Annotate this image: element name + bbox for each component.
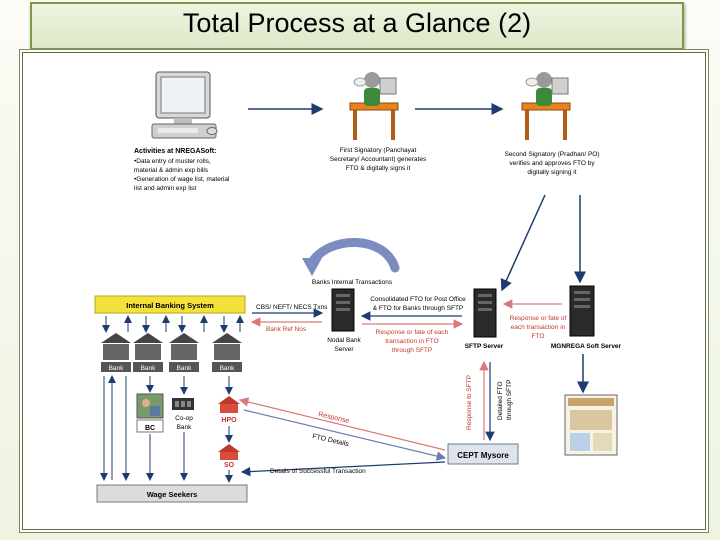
details-success-label: Details of Successful Transaction xyxy=(270,468,366,475)
website-screenshot xyxy=(564,394,618,456)
consolidated-line-1: Consolidated FTO for Post Office xyxy=(370,296,466,303)
second-signatory-line-3: digitally signing it xyxy=(527,169,576,176)
cept-mysore-label: CEPT Mysore xyxy=(457,451,509,460)
bc-label: BC xyxy=(145,425,155,432)
wage-seekers-label: Wage Seekers xyxy=(147,490,198,499)
response-to-sftp-label: Response to SFTP xyxy=(466,375,473,430)
coop-bank-icon xyxy=(172,398,194,410)
activities-heading: Activities at NREGASoft: xyxy=(134,148,216,155)
response-right-line-3: FTO xyxy=(532,333,545,340)
coop-line-1: Co-op xyxy=(175,415,193,422)
activities-line-1: •Data entry of muster rolls, xyxy=(134,158,211,165)
fto-details-label: FTO Details xyxy=(312,433,350,448)
bank-icon-2: Bank xyxy=(133,333,163,372)
bank-label-3: Bank xyxy=(177,365,193,372)
internal-banking-label: Internal Banking System xyxy=(126,301,214,310)
bank-icon-3: Bank xyxy=(169,333,199,372)
activities-line-4: list and admin exp list xyxy=(134,185,196,192)
first-signatory-icon xyxy=(349,72,399,140)
cept-mysore-box xyxy=(447,443,519,465)
coop-line-2: Bank xyxy=(177,424,193,431)
mgnrega-server-label: MGNREGA Soft Server xyxy=(551,343,622,350)
nodal-bank-server-icon xyxy=(331,288,355,332)
second-signatory-line-2: verifies and approves FTO by xyxy=(509,160,595,167)
first-signatory-line-2: Secretary/ Accountant) generates xyxy=(330,156,427,163)
response-right-line-1: Response or fate of xyxy=(510,315,567,322)
banks-internal-label: Banks Internal Transactions xyxy=(312,279,393,286)
bank-icon-4: Bank xyxy=(212,333,242,372)
banks-internal-arrow xyxy=(307,238,400,273)
hpo-icon xyxy=(218,396,240,413)
bank-ref-label: Bank Ref Nos xyxy=(266,326,307,333)
consolidated-line-2: & FTO for Banks through SFTP xyxy=(373,305,464,312)
page-title: Total Process at a Glance (2) xyxy=(182,8,532,38)
nodal-bank-line-1: Nodal Bank xyxy=(327,337,361,344)
first-signatory-line-3: FTO & digitally signs it xyxy=(346,165,411,172)
activities-line-3: •Generation of wage list, material xyxy=(134,176,230,183)
arrow-second-to-sftp xyxy=(500,194,546,292)
sftp-server-icon xyxy=(473,288,497,338)
response-left-line-3: through SFTP xyxy=(392,347,432,354)
bank-label-1: Bank xyxy=(109,365,125,372)
second-signatory-line-1: Second Signatory (Pradhan/ PO) xyxy=(504,151,599,158)
arrow-response-hpo xyxy=(238,397,446,451)
response-left-line-2: transaction in FTO xyxy=(385,338,438,345)
wage-seekers-bar xyxy=(96,484,248,503)
nodal-bank-line-2: Server xyxy=(334,346,354,353)
sftp-server-label: SFTP Server xyxy=(465,343,504,350)
detailed-fto-line-2: through SFTP xyxy=(506,380,513,420)
cbs-label: CBS/ NEFT/ NECS Txns xyxy=(256,304,328,311)
computer-icon xyxy=(151,71,218,139)
activities-line-2: material & admin exp bills xyxy=(134,167,209,174)
second-signatory-icon xyxy=(521,72,571,140)
bank-icon-1: Bank xyxy=(101,333,131,372)
title-bar: Total Process at a Glance (2) xyxy=(30,2,684,50)
first-signatory-line-1: First Signatory (Panchayat xyxy=(340,147,417,154)
internal-banking-bar xyxy=(94,295,246,314)
bank-label-4: Bank xyxy=(220,365,236,372)
response-left-line-1: Response or fate of each xyxy=(376,329,449,336)
detailed-fto-line-1: Detailed FTO xyxy=(497,381,504,420)
arrow-details-success xyxy=(240,461,446,477)
mgnrega-server-icon xyxy=(569,285,595,337)
so-icon xyxy=(218,444,240,460)
response-right-line-2: each transaction in xyxy=(511,324,566,331)
bank-label-2: Bank xyxy=(141,365,157,372)
so-label: SO xyxy=(224,462,235,469)
hpo-label: HPO xyxy=(221,417,237,424)
bc-photo xyxy=(136,393,164,419)
arrow-fto-details xyxy=(243,409,447,461)
